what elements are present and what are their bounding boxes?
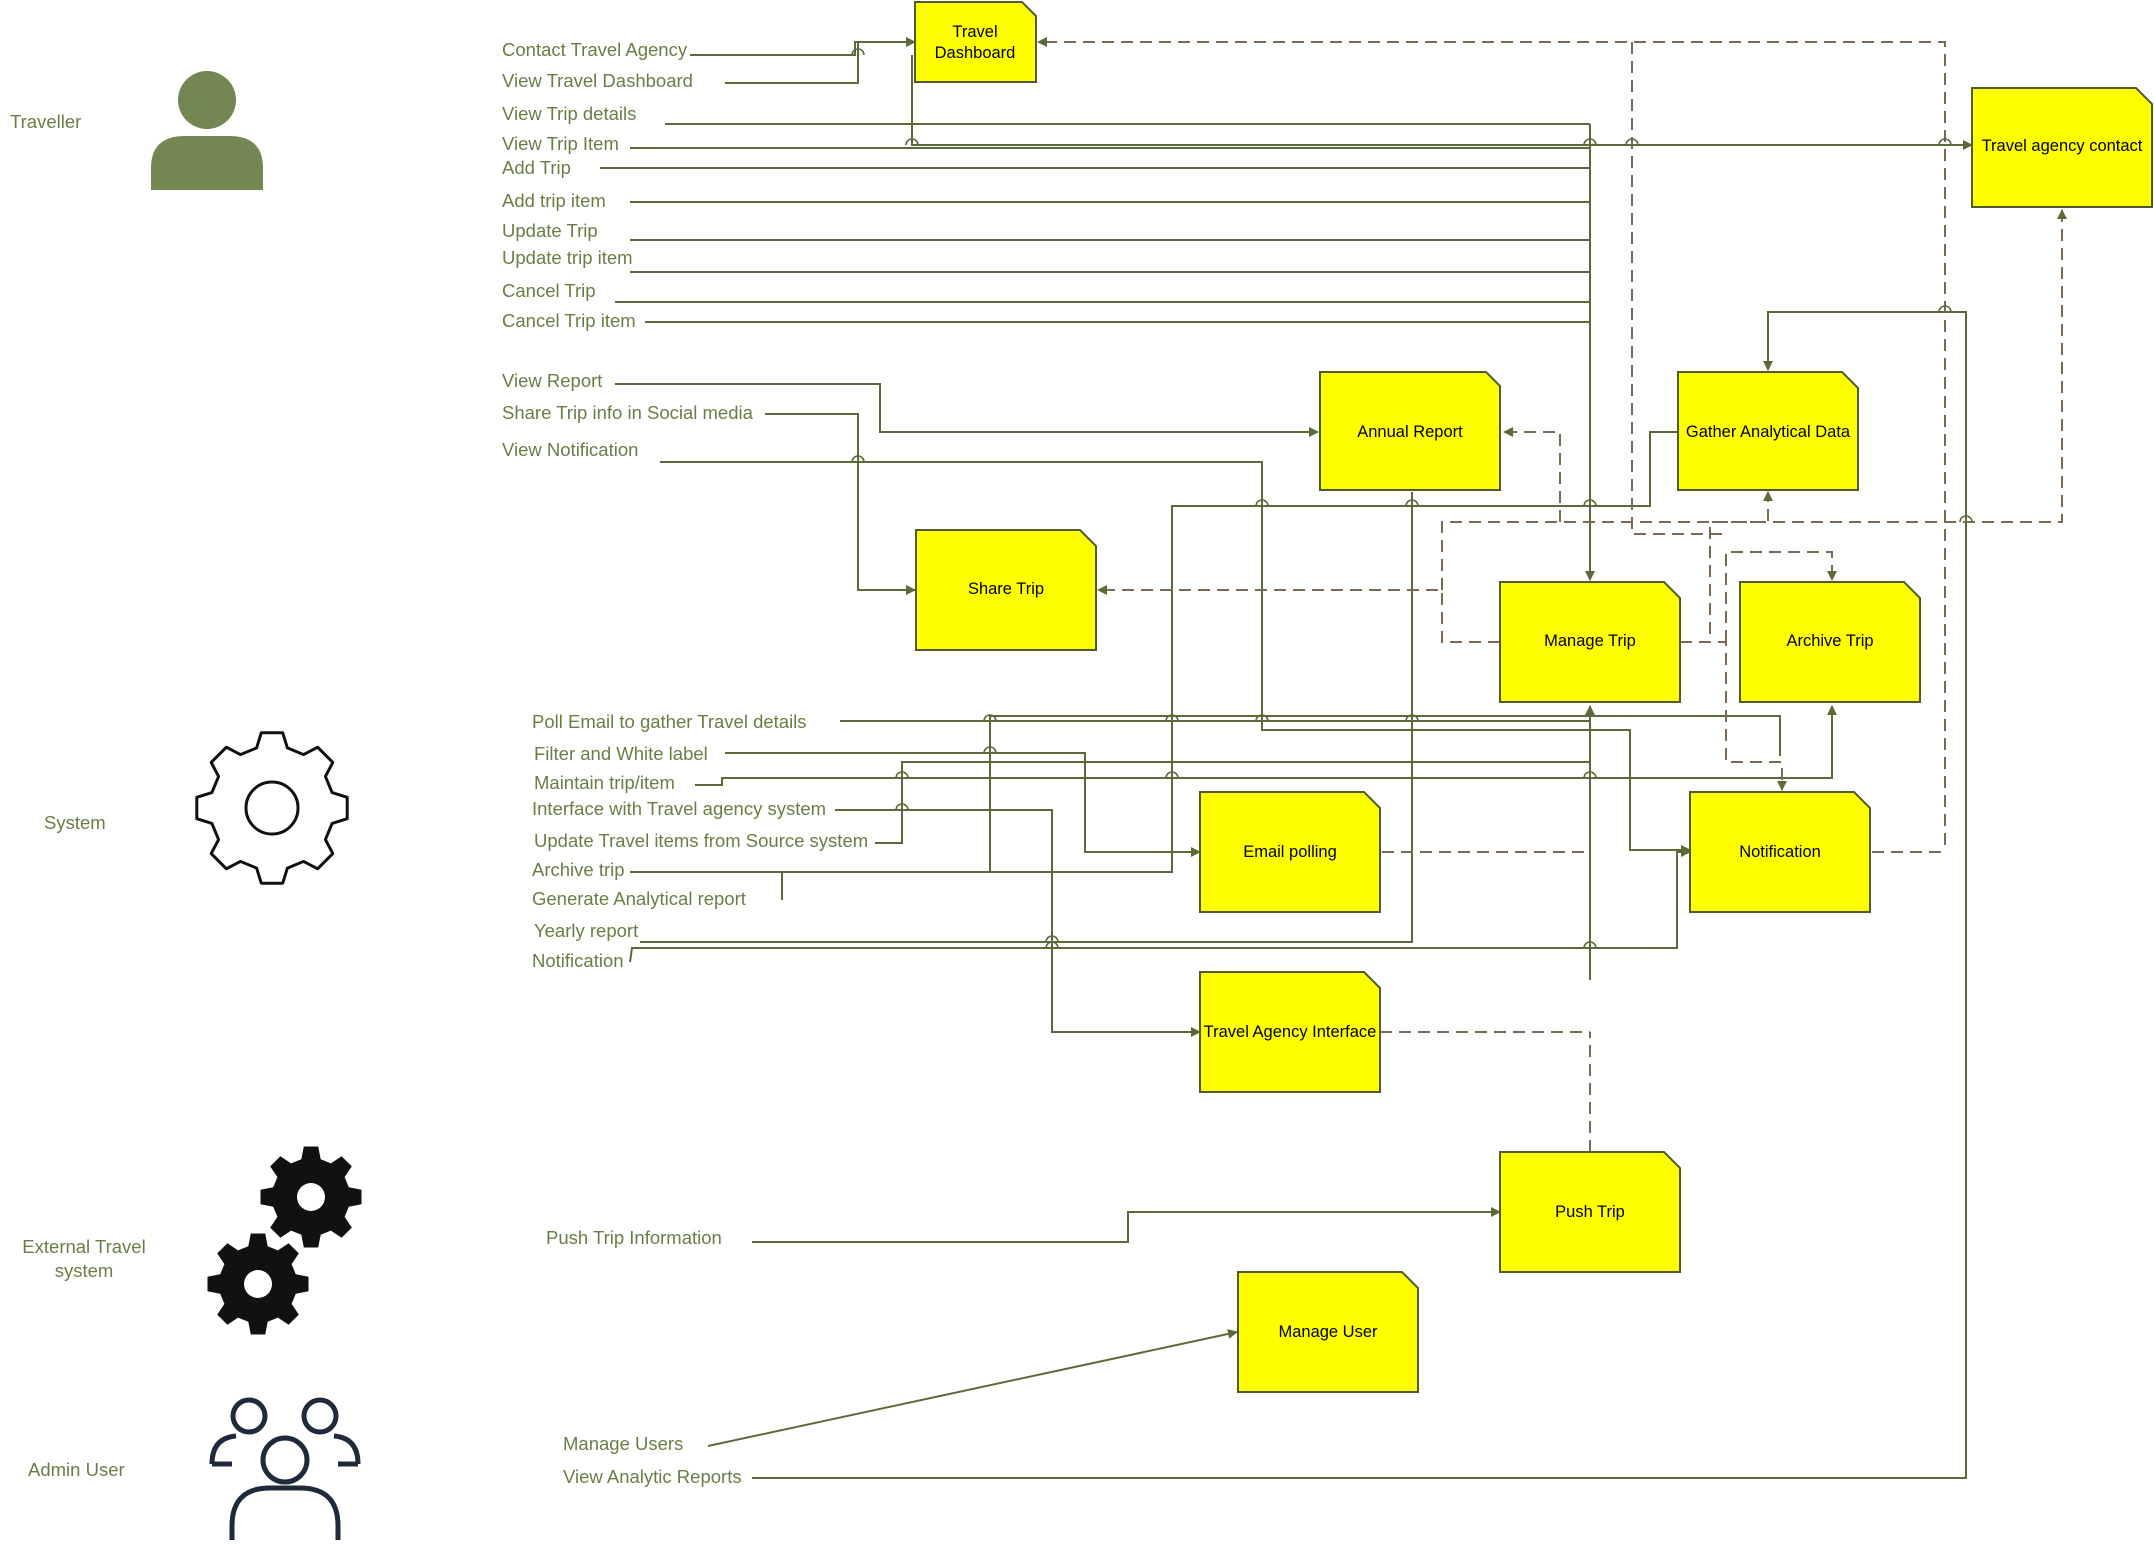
box-share-trip-label: Share Trip xyxy=(968,580,1044,598)
connector-yearly-report xyxy=(640,492,1413,943)
box-notification-label: Notification xyxy=(1739,843,1821,861)
connectors xyxy=(600,37,2067,1479)
connector-filter-white-label xyxy=(725,752,1201,857)
box-email-polling[interactable]: Email polling xyxy=(1199,791,1381,913)
box-share-trip[interactable]: Share Trip xyxy=(915,529,1097,651)
box-archive-trip-label: Archive Trip xyxy=(1786,632,1873,650)
box-annual-report-label: Annual Report xyxy=(1357,423,1463,441)
box-manage-user-label: Manage User xyxy=(1278,1323,1378,1341)
connector-maintain-trip xyxy=(695,705,1837,786)
gear-outline-icon xyxy=(195,731,349,885)
connector-dashboard-to-agency-contact xyxy=(911,55,1973,150)
box-gather-analytical-data-label: Gather Analytical Data xyxy=(1686,423,1851,441)
box-travel-dashboard-label-2: Dashboard xyxy=(935,44,1016,62)
dashed-to-annual-report xyxy=(1503,427,1561,522)
action-yearly-report[interactable]: Yearly report xyxy=(534,920,638,941)
dashed-to-dashboard xyxy=(1037,37,1946,845)
box-manage-trip[interactable]: Manage Trip xyxy=(1499,581,1681,703)
dashed-manage-to-archive xyxy=(1725,551,1837,642)
person-icon xyxy=(151,71,263,190)
box-travel-dashboard-label-1: Travel xyxy=(952,23,997,41)
dashed-manage-to-notification xyxy=(1680,641,1787,791)
action-share-trip-info[interactable]: Share Trip info in Social media xyxy=(502,402,754,423)
actor-system-label: System xyxy=(44,812,106,833)
box-manage-user[interactable]: Manage User xyxy=(1237,1271,1419,1393)
action-cancel-trip-item[interactable]: Cancel Trip item xyxy=(502,310,636,331)
process-boxes: Travel Dashboard Travel agency contact A… xyxy=(914,1,2153,1393)
action-view-trip-item[interactable]: View Trip Item xyxy=(502,133,619,154)
connector-contact-agency-to-dashboard xyxy=(690,37,916,56)
action-update-trip-item[interactable]: Update trip item xyxy=(502,247,633,268)
box-annual-report[interactable]: Annual Report xyxy=(1319,371,1501,491)
box-travel-agency-contact[interactable]: Travel agency contact xyxy=(1971,87,2153,208)
action-add-trip[interactable]: Add Trip xyxy=(502,157,571,178)
connector-push-trip-information xyxy=(752,1207,1501,1243)
action-poll-email[interactable]: Poll Email to gather Travel details xyxy=(532,711,807,732)
box-travel-agency-interface-label: Travel Agency Interface xyxy=(1204,1023,1377,1041)
action-add-trip-item[interactable]: Add trip item xyxy=(502,190,606,211)
box-travel-dashboard[interactable]: Travel Dashboard xyxy=(914,1,1037,83)
user-group-icon xyxy=(209,1397,361,1540)
connector-view-analytic-reports xyxy=(752,311,1967,1479)
action-maintain-trip-item[interactable]: Maintain trip/item xyxy=(534,772,675,793)
box-travel-agency-interface[interactable]: Travel Agency Interface xyxy=(1199,971,1381,1093)
action-update-trip[interactable]: Update Trip xyxy=(502,220,598,241)
dashed-manage-to-agency-contact xyxy=(1441,209,2067,590)
actor-admin-label: Admin User xyxy=(28,1459,125,1480)
connector-view-report xyxy=(615,383,1319,437)
connector-view-notification xyxy=(660,461,1691,855)
action-notification[interactable]: Notification xyxy=(532,950,624,971)
connector-share-trip-info xyxy=(765,413,916,595)
action-update-travel-items[interactable]: Update Travel items from Source system xyxy=(534,830,868,851)
connector-view-dashboard xyxy=(725,42,859,84)
action-push-trip-information[interactable]: Push Trip Information xyxy=(546,1227,722,1248)
action-archive-trip[interactable]: Archive trip xyxy=(532,859,625,880)
action-contact-travel-agency[interactable]: Contact Travel Agency xyxy=(502,39,688,60)
action-view-notification[interactable]: View Notification xyxy=(502,439,638,460)
action-view-travel-dashboard[interactable]: View Travel Dashboard xyxy=(502,70,693,91)
action-generate-analytical-report[interactable]: Generate Analytical report xyxy=(532,888,746,909)
box-notification[interactable]: Notification xyxy=(1689,791,1871,913)
action-interface-travel-agency[interactable]: Interface with Travel agency system xyxy=(532,798,826,819)
connector-generate-analytical-report xyxy=(781,431,1678,900)
actor-traveller-label: Traveller xyxy=(10,111,81,132)
action-cancel-trip[interactable]: Cancel Trip xyxy=(502,280,596,301)
dashed-dashboard-vertical xyxy=(1631,42,1726,535)
box-travel-agency-contact-label: Travel agency contact xyxy=(1982,137,2143,155)
dashed-manage-to-share xyxy=(1097,585,1500,643)
box-manage-trip-label: Manage Trip xyxy=(1544,632,1636,650)
action-view-analytic-reports[interactable]: View Analytic Reports xyxy=(563,1466,742,1487)
connector-notification-action xyxy=(629,847,1691,963)
box-archive-trip[interactable]: Archive Trip xyxy=(1739,581,1921,703)
action-filter-white-label[interactable]: Filter and White label xyxy=(534,743,708,764)
box-push-trip[interactable]: Push Trip xyxy=(1499,1151,1681,1273)
connector-update-travel-items xyxy=(875,761,1590,844)
connector-manage-users xyxy=(707,1329,1238,1447)
action-labels: Contact Travel Agency View Travel Dashbo… xyxy=(502,39,868,1487)
box-email-polling-label: Email polling xyxy=(1243,843,1337,861)
gears-icon xyxy=(207,1146,362,1335)
box-push-trip-label: Push Trip xyxy=(1555,1203,1625,1221)
box-gather-analytical-data[interactable]: Gather Analytical Data xyxy=(1677,371,1859,491)
action-view-trip-details[interactable]: View Trip details xyxy=(502,103,636,124)
connector-interface-travel-agency xyxy=(835,809,1201,1037)
action-manage-users[interactable]: Manage Users xyxy=(563,1433,683,1454)
action-view-report[interactable]: View Report xyxy=(502,370,602,391)
